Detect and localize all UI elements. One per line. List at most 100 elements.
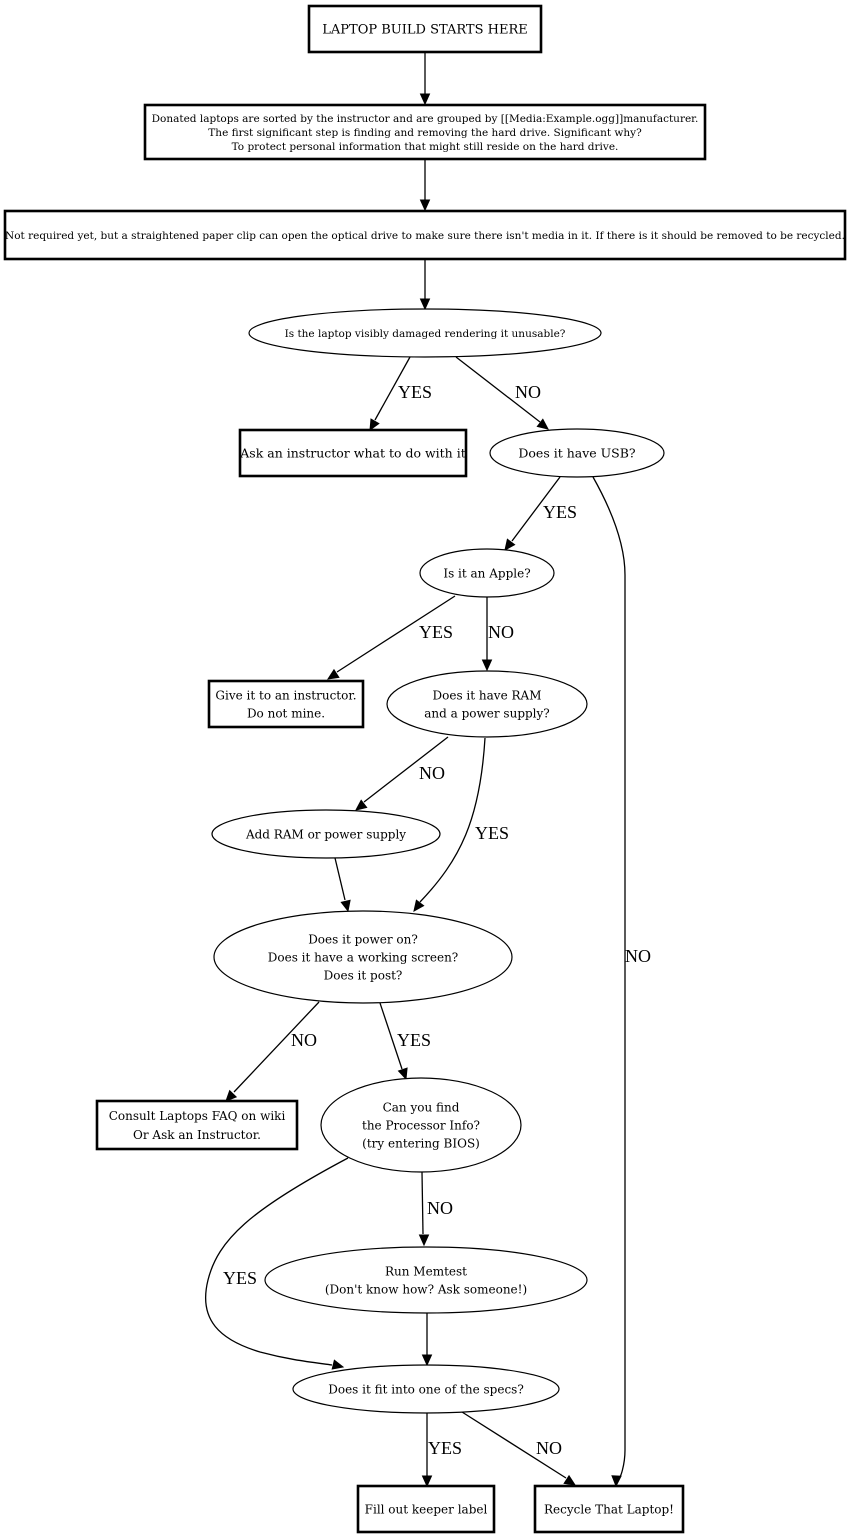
arrowhead-icon [563, 1474, 577, 1486]
node-damaged: Is the laptop visibly damaged rendering … [248, 308, 602, 358]
process-box [356, 1484, 496, 1534]
edge-specs-to-recycle [461, 1411, 577, 1486]
edge-line [592, 476, 626, 1478]
arrowhead-icon [536, 418, 549, 430]
arrowhead-icon [419, 93, 431, 106]
edge-optical-to-damaged [419, 259, 431, 311]
node-memtest: Run Memtest(Don't know how? Ask someone!… [264, 1246, 588, 1314]
edge-apple-to-ram-power [481, 597, 493, 672]
edge-label-yes: YES [543, 502, 577, 522]
node-text-line: The first significant step is finding an… [208, 127, 642, 139]
node-text-line: LAPTOP BUILD STARTS HERE [322, 23, 527, 38]
node-text-line: Add RAM or power supply [245, 827, 406, 841]
node-text-line: Ask an instructor what to do with it [239, 446, 465, 461]
edge-processor-to-memtest [418, 1171, 430, 1247]
decision-ellipse [489, 428, 665, 478]
edge-label-yes: YES [397, 1030, 431, 1050]
node-keeper: Fill out keeper label [356, 1484, 496, 1534]
node-text-line: Consult Laptops FAQ on wiki [109, 1109, 286, 1123]
edge-line [363, 736, 449, 803]
node-text-line: Can you find [383, 1100, 460, 1114]
edge-label-no: NO [625, 946, 651, 966]
node-optical: Not required yet, but a straightened pap… [3, 209, 847, 261]
arrowhead-icon [421, 1475, 433, 1488]
decision-ellipse [386, 670, 588, 738]
decision-ellipse [292, 1364, 560, 1414]
arrowhead-icon [481, 659, 493, 672]
edge-line [419, 737, 486, 903]
node-power-on: Does it power on? Does it have a working … [213, 910, 513, 1004]
process-box [307, 4, 543, 54]
edge-label-no: NO [536, 1438, 562, 1458]
edge-specs-to-keeper [421, 1413, 433, 1488]
edge-line [511, 476, 561, 542]
arrowhead-icon [419, 199, 431, 212]
edge-usb-to-apple [504, 476, 561, 551]
decision-ellipse [264, 1246, 588, 1314]
arrowhead-icon [419, 298, 431, 311]
edge-label-no: NO [419, 763, 445, 783]
process-box [533, 1484, 685, 1534]
node-add-ram: Add RAM or power supply [211, 809, 441, 859]
arrowhead-icon [331, 1359, 345, 1370]
process-box [143, 103, 707, 161]
edge-line [374, 356, 411, 421]
arrowhead-icon [225, 1089, 238, 1102]
decision-ellipse [419, 548, 555, 598]
node-text-line: Recycle That Laptop! [544, 1502, 674, 1516]
node-text-line: Not required yet, but a straightened pap… [5, 230, 845, 242]
edge-processor-to-specs [204, 1157, 349, 1370]
node-recycle: Recycle That Laptop! [533, 1484, 685, 1534]
node-text-line: Does it post? [324, 968, 403, 982]
node-text-line: Does it power on? [308, 932, 418, 946]
edge-label-yes: YES [223, 1268, 257, 1288]
node-text-line: Does it have a working screen? [268, 950, 459, 964]
node-text-line: Is it an Apple? [443, 566, 530, 580]
arrowhead-icon [421, 1354, 433, 1367]
node-text-line: the Processor Info? [362, 1118, 480, 1132]
edge-label-yes: YES [475, 823, 509, 843]
node-consult-faq: Consult Laptops FAQ on wiki Or Ask an Ins… [95, 1099, 299, 1151]
node-ram-power: Does it have RAM and a power supply? [386, 670, 588, 738]
node-start: LAPTOP BUILD STARTS HERE [307, 4, 543, 54]
arrowhead-icon [326, 668, 340, 680]
node-text-line: Give it to an instructor. [215, 688, 356, 702]
node-give-instructor: Give it to an instructor. Do not mine. [207, 679, 365, 729]
node-text-line: To protect personal information that mig… [232, 141, 619, 153]
node-text-line: Is the laptop visibly damaged rendering … [285, 328, 566, 340]
edge-apple-to-give-instructor [326, 595, 456, 680]
edge-label-no: NO [427, 1198, 453, 1218]
node-text-line: and a power supply? [424, 706, 549, 720]
node-ask-instructor: Ask an instructor what to do with it [238, 428, 468, 478]
process-box [207, 679, 365, 729]
edge-start-to-sort [419, 52, 431, 106]
node-text-line: Does it have RAM [433, 688, 542, 702]
decision-ellipse [248, 308, 602, 358]
edge-usb-to-recycle [592, 476, 626, 1488]
edge-line [421, 1171, 424, 1235]
edge-memtest-to-specs [421, 1313, 433, 1367]
edge-line [233, 1001, 320, 1093]
edge-line [334, 857, 346, 901]
edge-label-no: NO [488, 622, 514, 642]
node-sort: Donated laptops are sorted by the instru… [143, 103, 707, 161]
node-text-line: Or Ask an Instructor. [133, 1128, 261, 1142]
arrowhead-icon [611, 1475, 622, 1488]
arrowhead-icon [418, 1234, 430, 1247]
node-text-line: Do not mine. [247, 706, 325, 720]
process-box [238, 428, 468, 478]
arrowhead-icon [504, 538, 516, 551]
edge-label-yes: YES [428, 1438, 462, 1458]
edge-label-yes: YES [419, 622, 453, 642]
edge-line [204, 1157, 349, 1366]
edge-sort-to-optical [419, 159, 431, 212]
node-specs: Does it fit into one of the specs? [292, 1364, 560, 1414]
node-text-line: Does it have USB? [518, 446, 636, 461]
edge-ram-power-to-power-on [413, 737, 486, 912]
edge-line [461, 1411, 567, 1479]
edge-line [336, 595, 456, 673]
edge-line [379, 1002, 403, 1070]
node-text-line: Donated laptops are sorted by the instru… [152, 113, 699, 125]
